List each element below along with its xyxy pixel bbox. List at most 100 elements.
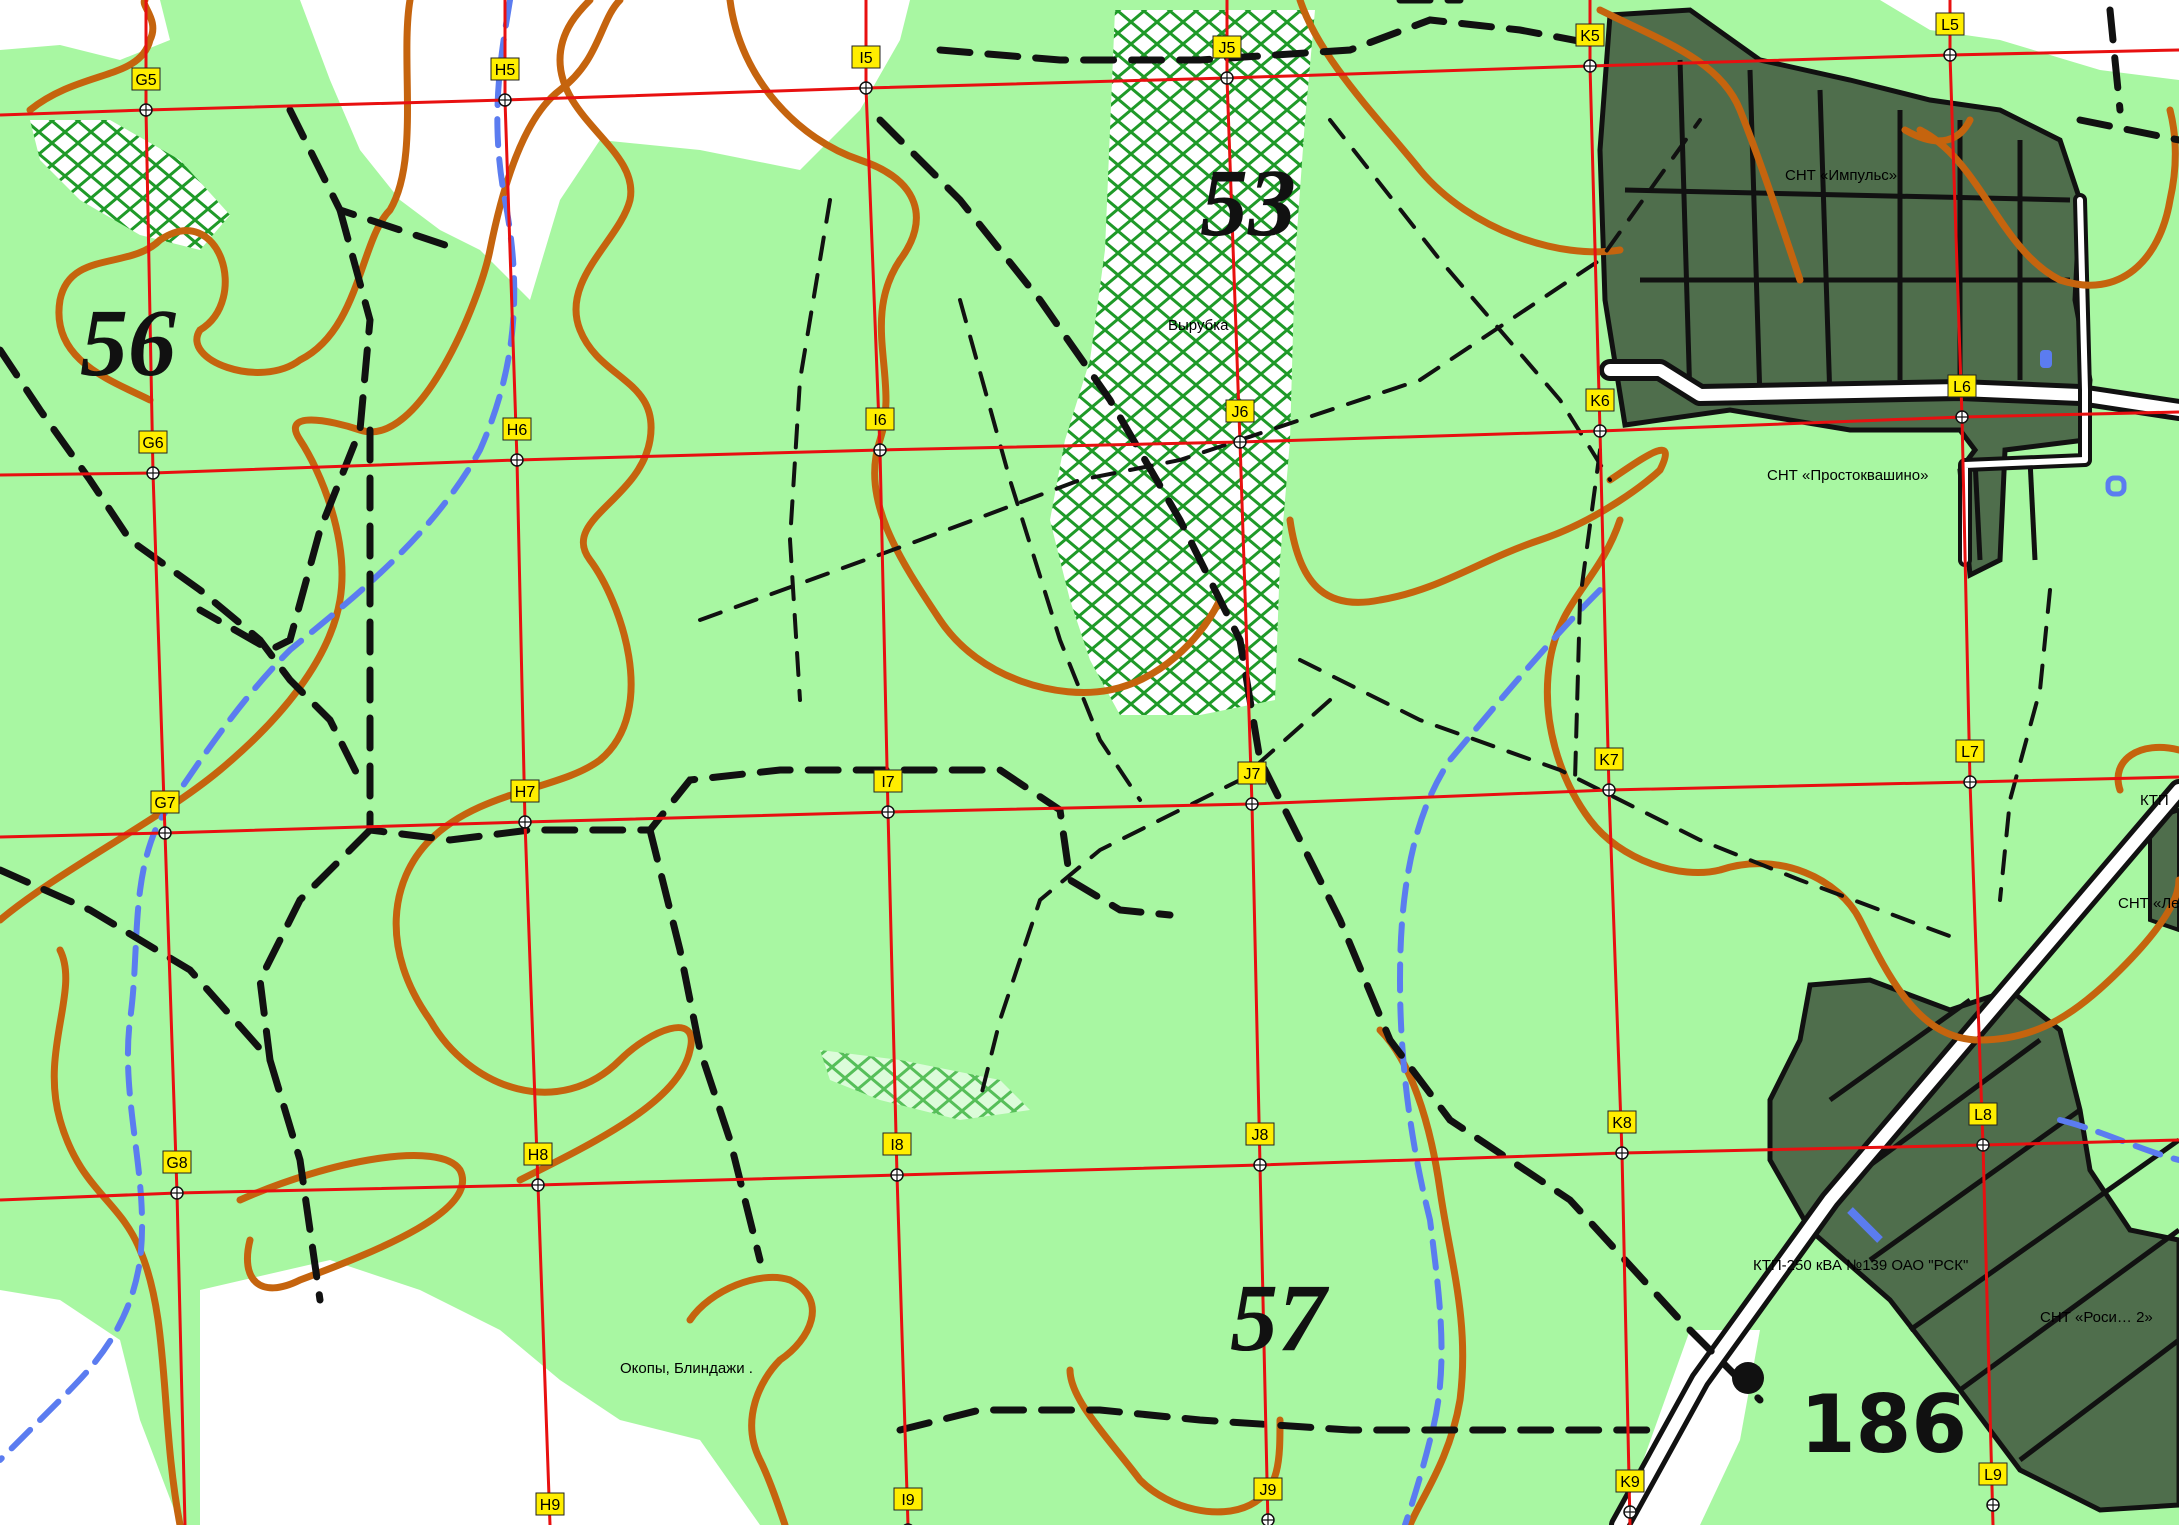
ponds [1847, 350, 2127, 1243]
contour-3 [0, 0, 624, 924]
grid-point-i6[interactable]: I6 [865, 407, 895, 457]
block-number-56: 56 [80, 289, 176, 396]
grid-point-i8[interactable]: I8 [882, 1132, 912, 1182]
road-prostokvashino-fill [1604, 364, 2179, 416]
settlement-snt-impuls [1597, 7, 2093, 579]
grid-point-l7[interactable]: L7 [1955, 739, 1985, 789]
grid-point-j5[interactable]: J5 [1212, 35, 1242, 85]
grid-point-g5[interactable]: G5 [131, 67, 161, 117]
block-number-57: 57 [1230, 1264, 1330, 1371]
track-7 [876, 116, 1764, 1404]
grid-point-label-box [1935, 12, 1965, 36]
grid-col-K [1588, 0, 1632, 1525]
grid-point-label-box [865, 407, 895, 431]
contour-8 [1296, 0, 1624, 256]
grid-point-j7[interactable]: J7 [1237, 761, 1267, 811]
contour-11 [2114, 743, 2179, 794]
track-12 [0, 346, 364, 784]
grid-point-label: K5 [1580, 28, 1600, 45]
grid-point-g8[interactable]: G8 [162, 1150, 192, 1200]
grid-point-k9[interactable]: K9 [1615, 1469, 1645, 1519]
grid-point-cross [1246, 798, 1258, 810]
grid-point-label: L6 [1953, 379, 1971, 396]
stream-west [0, 0, 518, 1463]
pond-2 [2105, 475, 2127, 497]
grid-point-i7[interactable]: I7 [873, 769, 903, 819]
grid-point-j6[interactable]: J6 [1225, 399, 1255, 449]
grid-point-cross [1956, 411, 1968, 423]
grid-point-label-box [873, 769, 903, 793]
label-ktp250: КТП-250 кВА №139 ОАО "РСК" [1753, 1257, 1968, 1274]
contour-15 [1596, 6, 1804, 284]
grid-point-j8[interactable]: J8 [1245, 1122, 1275, 1172]
grid-point-label-box [490, 57, 520, 81]
grid-point-k8[interactable]: K8 [1607, 1110, 1637, 1160]
grid-point-label-box [1594, 747, 1624, 771]
grid-point-k7[interactable]: K7 [1594, 747, 1624, 797]
grid-point-label: L7 [1961, 744, 1979, 761]
grid-point-cross [1262, 1514, 1274, 1525]
grid-point-label: H5 [495, 62, 516, 79]
grid-point-k5[interactable]: K5 [1575, 23, 1605, 73]
grid-col-G [144, 0, 187, 1525]
contour-14 [686, 1273, 816, 1525]
grid-point-label: L5 [1941, 17, 1959, 34]
contour-13 [1066, 1366, 1284, 1516]
grid-point-label: H9 [540, 1497, 561, 1514]
clearcut-strip-center [1050, 10, 1315, 715]
contour-16 [1916, 106, 2179, 289]
grid-point-label: L9 [1984, 1467, 2002, 1484]
grid-point-g6[interactable]: G6 [138, 430, 168, 480]
grid-point-cross [1254, 1159, 1266, 1171]
clearing-bottom-center [200, 1260, 760, 1525]
grid-row-7 [0, 775, 2179, 839]
grid-col-L [1948, 0, 1995, 1525]
grid-point-label-box [1253, 1477, 1283, 1501]
grid-point-label-box [1615, 1469, 1645, 1493]
road-diagonal-se-fill [1614, 784, 2179, 1525]
track-5 [256, 826, 374, 1064]
grid-point-h8[interactable]: H8 [523, 1142, 553, 1192]
block-number-53: 53 [1200, 149, 1296, 256]
grid-point-cross [532, 1179, 544, 1191]
clearing-top-left [0, 0, 170, 60]
grid-point-j9[interactable]: J9 [1253, 1477, 1283, 1525]
grid-point-label: I5 [859, 50, 872, 67]
grid-point-label-box [131, 67, 161, 91]
grid-point-label: I9 [901, 1492, 914, 1509]
grid-point-label: H8 [528, 1147, 549, 1164]
grid-point-cross [140, 104, 152, 116]
grid-point-cross [1987, 1499, 1999, 1511]
grid-point-h5[interactable]: H5 [490, 57, 520, 107]
grid-point-label-box [851, 45, 881, 69]
grid-point-l9[interactable]: L9 [1978, 1462, 2008, 1512]
settlement-plot-lines [1624, 59, 2179, 1462]
grid-point-label-box [1947, 374, 1977, 398]
track-2 [196, 206, 374, 654]
grid-point-l6[interactable]: L6 [1947, 374, 1977, 424]
grid-point-label-box [162, 1150, 192, 1174]
grid-point-i9[interactable]: I9 [893, 1487, 923, 1525]
grid-point-h6[interactable]: H6 [502, 417, 532, 467]
grid-point-label: K7 [1599, 752, 1619, 769]
grid-point-i5[interactable]: I5 [851, 45, 881, 95]
grid-point-cross [860, 82, 872, 94]
grid-point-label-box [1237, 761, 1267, 785]
grid-point-label: I7 [881, 774, 894, 791]
grid-point-g7[interactable]: G7 [150, 790, 180, 840]
grid-point-label: H6 [507, 422, 528, 439]
grid-point-k6[interactable]: K6 [1585, 388, 1615, 438]
grid-point-cross [874, 444, 886, 456]
grid-point-h7[interactable]: H7 [510, 779, 540, 829]
grid-point-l5[interactable]: L5 [1935, 12, 1965, 62]
grid-row-5 [0, 48, 2179, 117]
grid-point-label-box [1225, 399, 1255, 423]
grid-point-h9[interactable]: H9 [535, 1492, 565, 1525]
grid-point-cross [891, 1169, 903, 1181]
grid-point-l8[interactable]: L8 [1968, 1102, 1998, 1152]
contour-4 [50, 946, 184, 1525]
grid-point-label-box [1245, 1122, 1275, 1146]
substation-marker [1732, 1362, 1764, 1394]
clearing-bottom-left [0, 1290, 180, 1525]
